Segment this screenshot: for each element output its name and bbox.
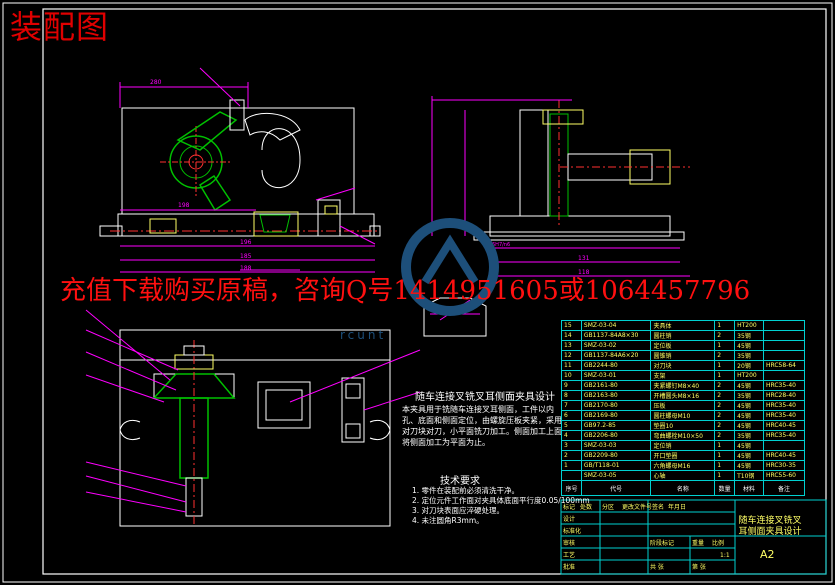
title-block-label: 第 张 xyxy=(692,563,706,571)
design-note-body: 本夹具用于铣随车连接叉耳侧面，工件以内孔、底面和侧面定位，由螺旋压板夹紧，采用对… xyxy=(402,405,562,447)
dim-label: 185 xyxy=(240,253,252,260)
bom-header-cell: 备注 xyxy=(762,480,806,496)
title-block-label: 处数 xyxy=(580,503,592,511)
title-block-label: 更改文件号 xyxy=(622,503,652,511)
watermark-text: 充值下载购买原稿，咨询Q号1414951605或1064457796 xyxy=(60,276,751,306)
dim-label: 188 xyxy=(240,265,252,272)
title-block-frame xyxy=(560,499,827,575)
bom-header-row: 序号 代号 名称 数量 材料 备注 xyxy=(561,480,806,496)
dim-label: 6H7/n6 xyxy=(492,242,510,248)
title-block-label: 阶段标记 xyxy=(650,539,674,547)
bottom-left-view xyxy=(85,309,421,527)
title-block-label: 年月日 xyxy=(668,503,686,511)
title-block-label: 共 张 xyxy=(650,563,664,571)
watermark-url: rcunt xyxy=(340,328,387,342)
title-block-label: 分区 xyxy=(602,503,614,511)
bom-header-cell: 数量 xyxy=(714,480,736,496)
dim-label: 196 xyxy=(240,239,252,246)
dim-label: 198 xyxy=(178,202,190,209)
title-block-label: 比例 xyxy=(712,539,724,547)
watermark-logo-icon xyxy=(401,218,499,316)
title-block-label: 审核 xyxy=(563,539,575,547)
bom-header-cell: 名称 xyxy=(650,480,716,496)
title-block-title: 随车连接叉铣叉耳侧面夹具设计 xyxy=(738,516,802,537)
title-block-label: 工艺 xyxy=(563,551,575,559)
tech-requirements-list: 1. 零件在装配前必须清洗干净。 2. 定位元件工作面对夹具体底面平行度0.05… xyxy=(412,486,590,526)
drawing-title: 装配图 xyxy=(10,8,110,46)
top-left-view xyxy=(99,67,381,273)
tech-requirement-item: 4. 未注圆角R3mm。 xyxy=(412,516,484,525)
title-block-label: 标记 xyxy=(563,503,575,511)
tech-requirement-item: 3. 对刀块表面应淬硬处理。 xyxy=(412,506,505,515)
title-block-size: A2 xyxy=(760,548,775,561)
title-block-scale: 1:1 xyxy=(720,552,730,559)
dim-label: 280 xyxy=(150,79,162,86)
top-right-view xyxy=(431,96,690,277)
title-block-label: 标准化 xyxy=(563,527,581,535)
title-block-label: 设计 xyxy=(563,515,575,523)
tech-requirements-title: 技术要求 xyxy=(440,476,480,487)
inner-frame xyxy=(42,8,827,575)
bom-header-cell: 序号 xyxy=(561,480,582,496)
tech-requirement-item: 1. 零件在装配前必须清洗干净。 xyxy=(412,486,520,495)
dim-label: 131 xyxy=(578,255,590,262)
tech-requirement-item: 2. 定位元件工作面对夹具体底面平行度0.05/100mm xyxy=(412,496,590,505)
bom-header-cell: 材料 xyxy=(734,480,764,496)
dim-label: 118 xyxy=(578,269,590,276)
title-block-label: 重量 xyxy=(692,539,704,547)
title-block-label: 批准 xyxy=(563,563,575,571)
title-block-label: 签名 xyxy=(652,503,664,511)
design-note-title: 随车连接叉铣叉耳侧面夹具设计 xyxy=(415,392,555,403)
